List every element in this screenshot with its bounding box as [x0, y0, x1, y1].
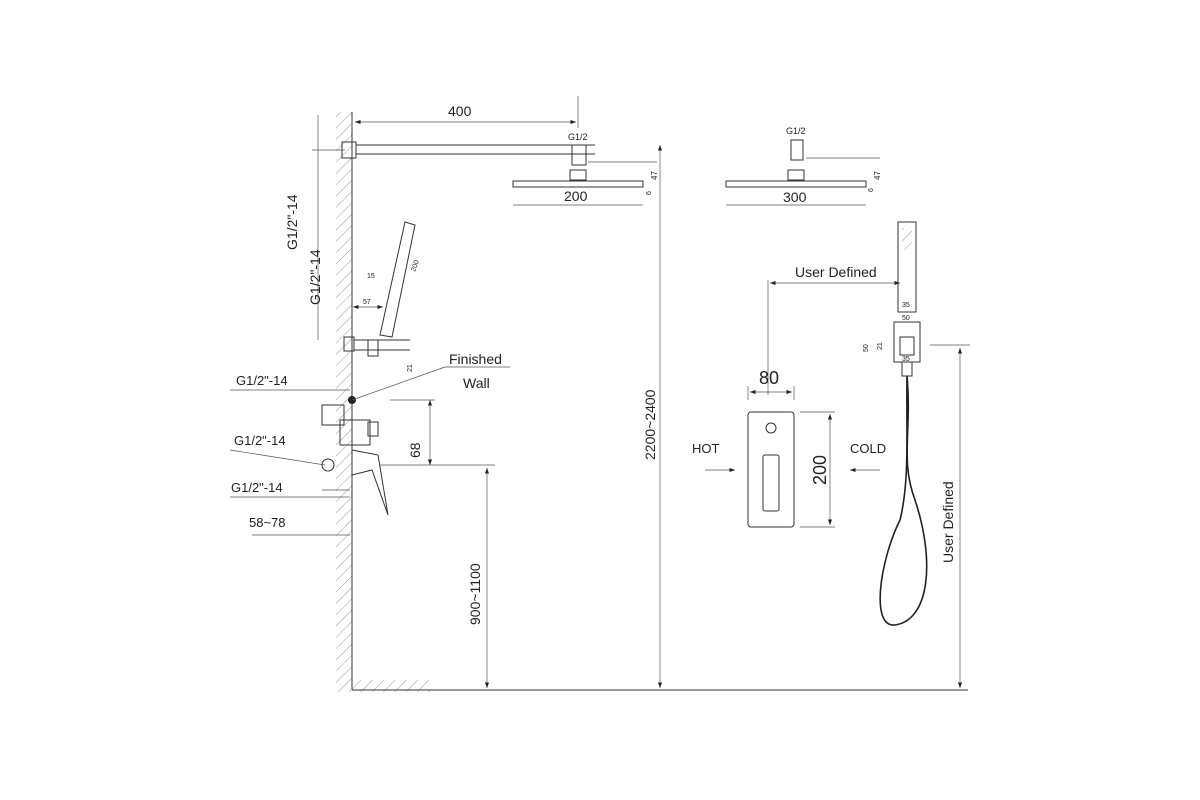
- arm-length-label: 400: [448, 103, 472, 119]
- wall-label: Wall: [463, 375, 490, 391]
- head-height-label: 47: [873, 171, 882, 180]
- valve-thread-mid-label: G1/2"-14: [234, 433, 286, 448]
- bracket-width: 50: [902, 315, 910, 322]
- holder-side-view: 15 200 57 21: [343, 221, 421, 372]
- valve-side-view: G1/2"-14 G1/2"-14 G1/2"-14 58~78 68 900~…: [229, 145, 663, 688]
- distance-label: User Defined: [795, 264, 877, 280]
- finished-label: Finished: [449, 351, 502, 367]
- bracket-bottom-width: 35: [902, 356, 910, 363]
- cold-label: COLD: [850, 441, 886, 456]
- bracket-inner: 21: [877, 342, 884, 350]
- inlet-label: G1/2: [786, 126, 806, 136]
- head-thickness-label: 6: [646, 191, 653, 195]
- hand-shower-front-view: 35 50 50 21 35 User Defined: [863, 221, 970, 688]
- rain-head-small: G1/2 200 47 6: [512, 132, 659, 206]
- head-width-label: 200: [564, 188, 588, 204]
- holder-offset-label: 57: [363, 299, 371, 306]
- head-width-label: 300: [783, 189, 807, 205]
- valve-thread-bottom-label: G1/2"-14: [231, 480, 283, 495]
- holder-width-label: 15: [367, 273, 375, 280]
- side-dimensions: G1/2"-14 G1/2"-14: [284, 115, 345, 340]
- finished-wall-callout: Finished Wall: [348, 351, 510, 404]
- shower-arm: 400: [341, 96, 595, 159]
- rain-head-large: G1/2 300 47 6: [725, 126, 882, 206]
- inlet-label: G1/2: [568, 132, 588, 142]
- plate-height-label: 200: [810, 455, 830, 485]
- holder-thread-label: G1/2"-14: [307, 249, 323, 305]
- holder-length-label: 200: [410, 259, 421, 272]
- head-height-label: 2200~2400: [642, 389, 658, 460]
- valve-front-view: 80 200 HOT COLD User Defined: [692, 264, 900, 528]
- hot-label: HOT: [692, 441, 720, 456]
- wall-depth-label: 58~78: [249, 515, 286, 530]
- outlet-height-label: 21: [407, 364, 414, 372]
- holder-height-label: User Defined: [940, 481, 956, 563]
- arm-thread-label: G1/2"-14: [284, 194, 300, 250]
- head-thickness-label: 6: [868, 188, 875, 192]
- valve-height-label: 900~1100: [467, 563, 483, 625]
- valve-thread-top-label: G1/2"-14: [236, 373, 288, 388]
- bracket-top-width: 35: [902, 302, 910, 309]
- plate-width-label: 80: [759, 368, 779, 388]
- valve-spacing-label: 68: [407, 442, 423, 458]
- bracket-height: 50: [863, 344, 870, 352]
- head-height-label: 47: [650, 171, 659, 180]
